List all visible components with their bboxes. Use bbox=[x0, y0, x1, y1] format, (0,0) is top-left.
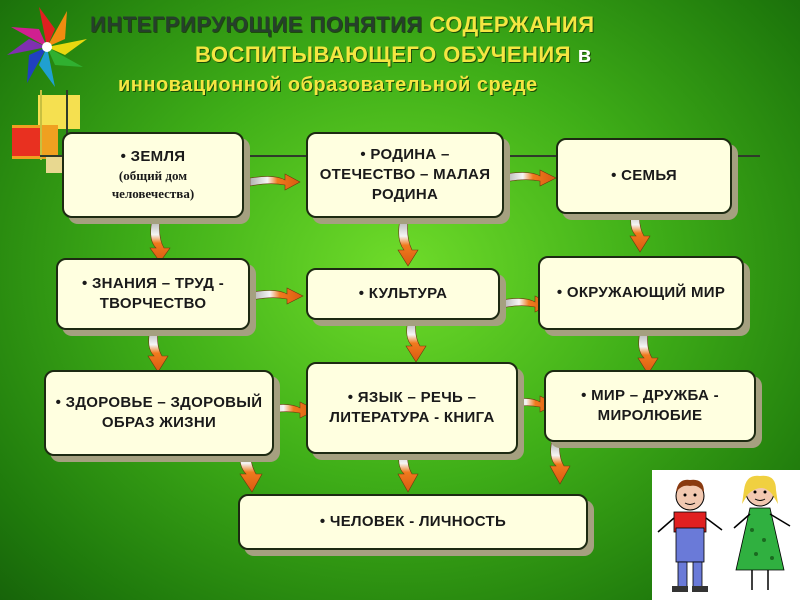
title-line3: инновационной образовательной среде bbox=[118, 74, 538, 96]
box-yazyk-label: • ЯЗЫК – РЕЧЬ – ЛИТЕРАТУРА - КНИГА bbox=[329, 389, 495, 426]
children-drawing-icon bbox=[657, 475, 791, 592]
box-chelovek: • ЧЕЛОВЕК - ЛИЧНОСТЬ bbox=[238, 494, 588, 550]
arrow-zemlya-znaniya bbox=[149, 219, 171, 263]
title-line1-part2: СОДЕРЖАНИЯ bbox=[429, 12, 595, 37]
box-rodina: • РОДИНА – ОТЕЧЕСТВО – МАЛАЯ РОДИНА bbox=[306, 132, 504, 218]
box-znaniya: • ЗНАНИЯ – ТРУД - ТВОРЧЕСТВО bbox=[56, 258, 250, 330]
arrow-okruzh-mir bbox=[637, 331, 659, 375]
box-yazyk: • ЯЗЫК – РЕЧЬ – ЛИТЕРАТУРА - КНИГА bbox=[306, 362, 518, 454]
box-kultura-label: • КУЛЬТУРА bbox=[358, 285, 448, 302]
star-logo-icon bbox=[7, 7, 87, 87]
arrow-semya-okruzh bbox=[629, 209, 651, 253]
arrow-rodina-semya bbox=[504, 169, 557, 187]
box-zemlya-sub1: (общий дом bbox=[118, 168, 188, 183]
box-kultura: • КУЛЬТУРА bbox=[306, 268, 500, 320]
arrow-kultura-yazyk bbox=[405, 319, 427, 363]
box-semya: • СЕМЬЯ bbox=[556, 138, 732, 214]
children-drawing bbox=[652, 470, 800, 600]
box-chelovek-label: • ЧЕЛОВЕК - ЛИЧНОСТЬ bbox=[319, 513, 507, 530]
box-mir-label: • МИР – ДРУЖБА - МИРОЛЮБИЕ bbox=[581, 387, 719, 424]
decor-vline-2 bbox=[40, 90, 42, 160]
box-rodina-label: • РОДИНА – ОТЕЧЕСТВО – МАЛАЯ РОДИНА bbox=[319, 146, 491, 203]
box-mir: • МИР – ДРУЖБА - МИРОЛЮБИЕ bbox=[544, 370, 756, 442]
title-line2-part1: ВОСПИТЫВАЮЩЕГО ОБУЧЕНИЯ bbox=[195, 42, 578, 67]
box-zdorovye-label: • ЗДОРОВЬЕ – ЗДОРОВЫЙ ОБРАЗ ЖИЗНИ bbox=[55, 394, 263, 431]
box-okruzh-label: • ОКРУЖАЮЩИЙ МИР bbox=[556, 284, 726, 301]
arrow-znaniya-zdorovye bbox=[147, 329, 169, 373]
arrow-yazyk-chelovek bbox=[397, 447, 419, 493]
decor-square-yellow bbox=[38, 95, 80, 129]
box-zemlya-label: • ЗЕМЛЯ bbox=[120, 148, 186, 165]
box-zemlya-sub2: человечества) bbox=[111, 186, 195, 201]
title-line2-part2: в bbox=[577, 42, 592, 67]
box-okruzh: • ОКРУЖАЮЩИЙ МИР bbox=[538, 256, 744, 330]
box-zemlya: • ЗЕМЛЯ (общий дом человечества) bbox=[62, 132, 244, 218]
arrow-zdorovye-chelovek bbox=[239, 447, 263, 493]
arrow-zemlya-rodina bbox=[249, 173, 301, 191]
title-line1-part1: ИНТЕГРИРУЮЩИЕ ПОНЯТИЯ bbox=[90, 12, 430, 37]
box-semya-label: • СЕМЬЯ bbox=[611, 167, 677, 184]
box-zdorovye: • ЗДОРОВЬЕ – ЗДОРОВЫЙ ОБРАЗ ЖИЗНИ bbox=[44, 370, 274, 456]
arrow-znaniya-kultura bbox=[251, 287, 304, 305]
box-znaniya-label: • ЗНАНИЯ – ТРУД - ТВОРЧЕСТВО bbox=[81, 275, 225, 312]
decor-square-red bbox=[12, 128, 40, 156]
arrow-rodina-kultura bbox=[397, 219, 419, 267]
decor-vline-1 bbox=[66, 90, 68, 170]
arrow-mir-chelovek bbox=[549, 439, 571, 485]
